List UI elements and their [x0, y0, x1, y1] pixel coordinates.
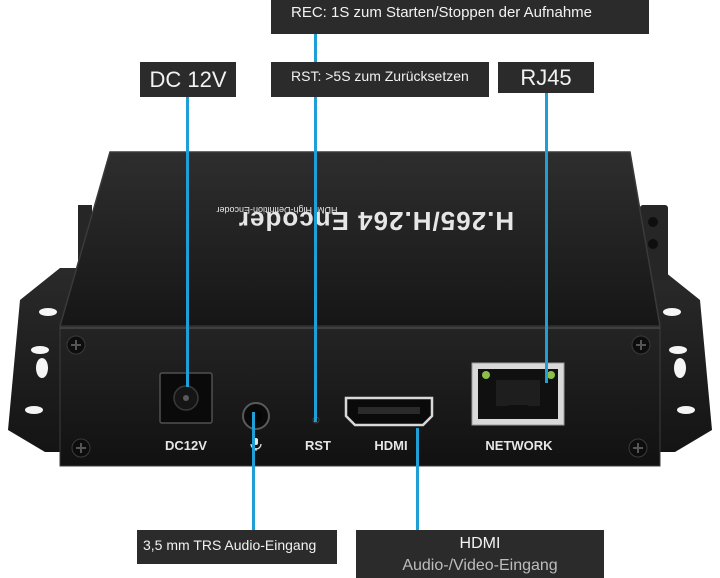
enclosure-top — [60, 152, 660, 326]
network-port-label: NETWORK — [485, 438, 553, 453]
hdmi-port-label: HDMI — [374, 438, 407, 453]
rst-callout: RST: >5S zum Zurücksetzen — [271, 62, 489, 97]
screw-icon — [631, 335, 651, 355]
led-indicator — [482, 371, 490, 379]
rec-callout-line — [314, 34, 317, 422]
device-subtitle-print: HDMI High-Definition-Encoder — [216, 205, 337, 215]
dc-callout: DC 12V — [140, 62, 236, 97]
rj45-callout: RJ45 — [498, 62, 594, 93]
audio-callout: 3,5 mm TRS Audio-Eingang — [137, 530, 337, 564]
hdmi-callout-title: HDMI — [459, 535, 501, 552]
screw-icon — [628, 438, 648, 458]
screw-icon — [71, 438, 91, 458]
audio-callout-line — [252, 412, 255, 530]
rst-port-label: RST — [305, 438, 331, 453]
dc-callout-line — [186, 97, 189, 387]
audio-jack — [242, 402, 270, 430]
rec-callout: REC: 1S zum Starten/Stoppen der Aufnahme — [271, 0, 649, 34]
hdmi-port — [344, 396, 434, 427]
hdmi-callout-subtitle: Audio-/Video-Eingang — [402, 557, 558, 574]
screw-icon — [66, 335, 86, 355]
device-title-print: H.265/H.264 Encoder — [238, 206, 514, 236]
dc-power-jack — [159, 372, 213, 424]
dc-port-label: DC12V — [165, 438, 207, 453]
hdmi-callout: HDMI Audio-/Video-Eingang — [356, 530, 604, 578]
microphone-icon — [250, 438, 262, 451]
hdmi-callout-line — [416, 428, 419, 530]
rj45-port — [471, 362, 565, 426]
led-indicator — [547, 371, 555, 379]
front-panel — [59, 325, 661, 467]
rj45-callout-line — [545, 93, 548, 383]
